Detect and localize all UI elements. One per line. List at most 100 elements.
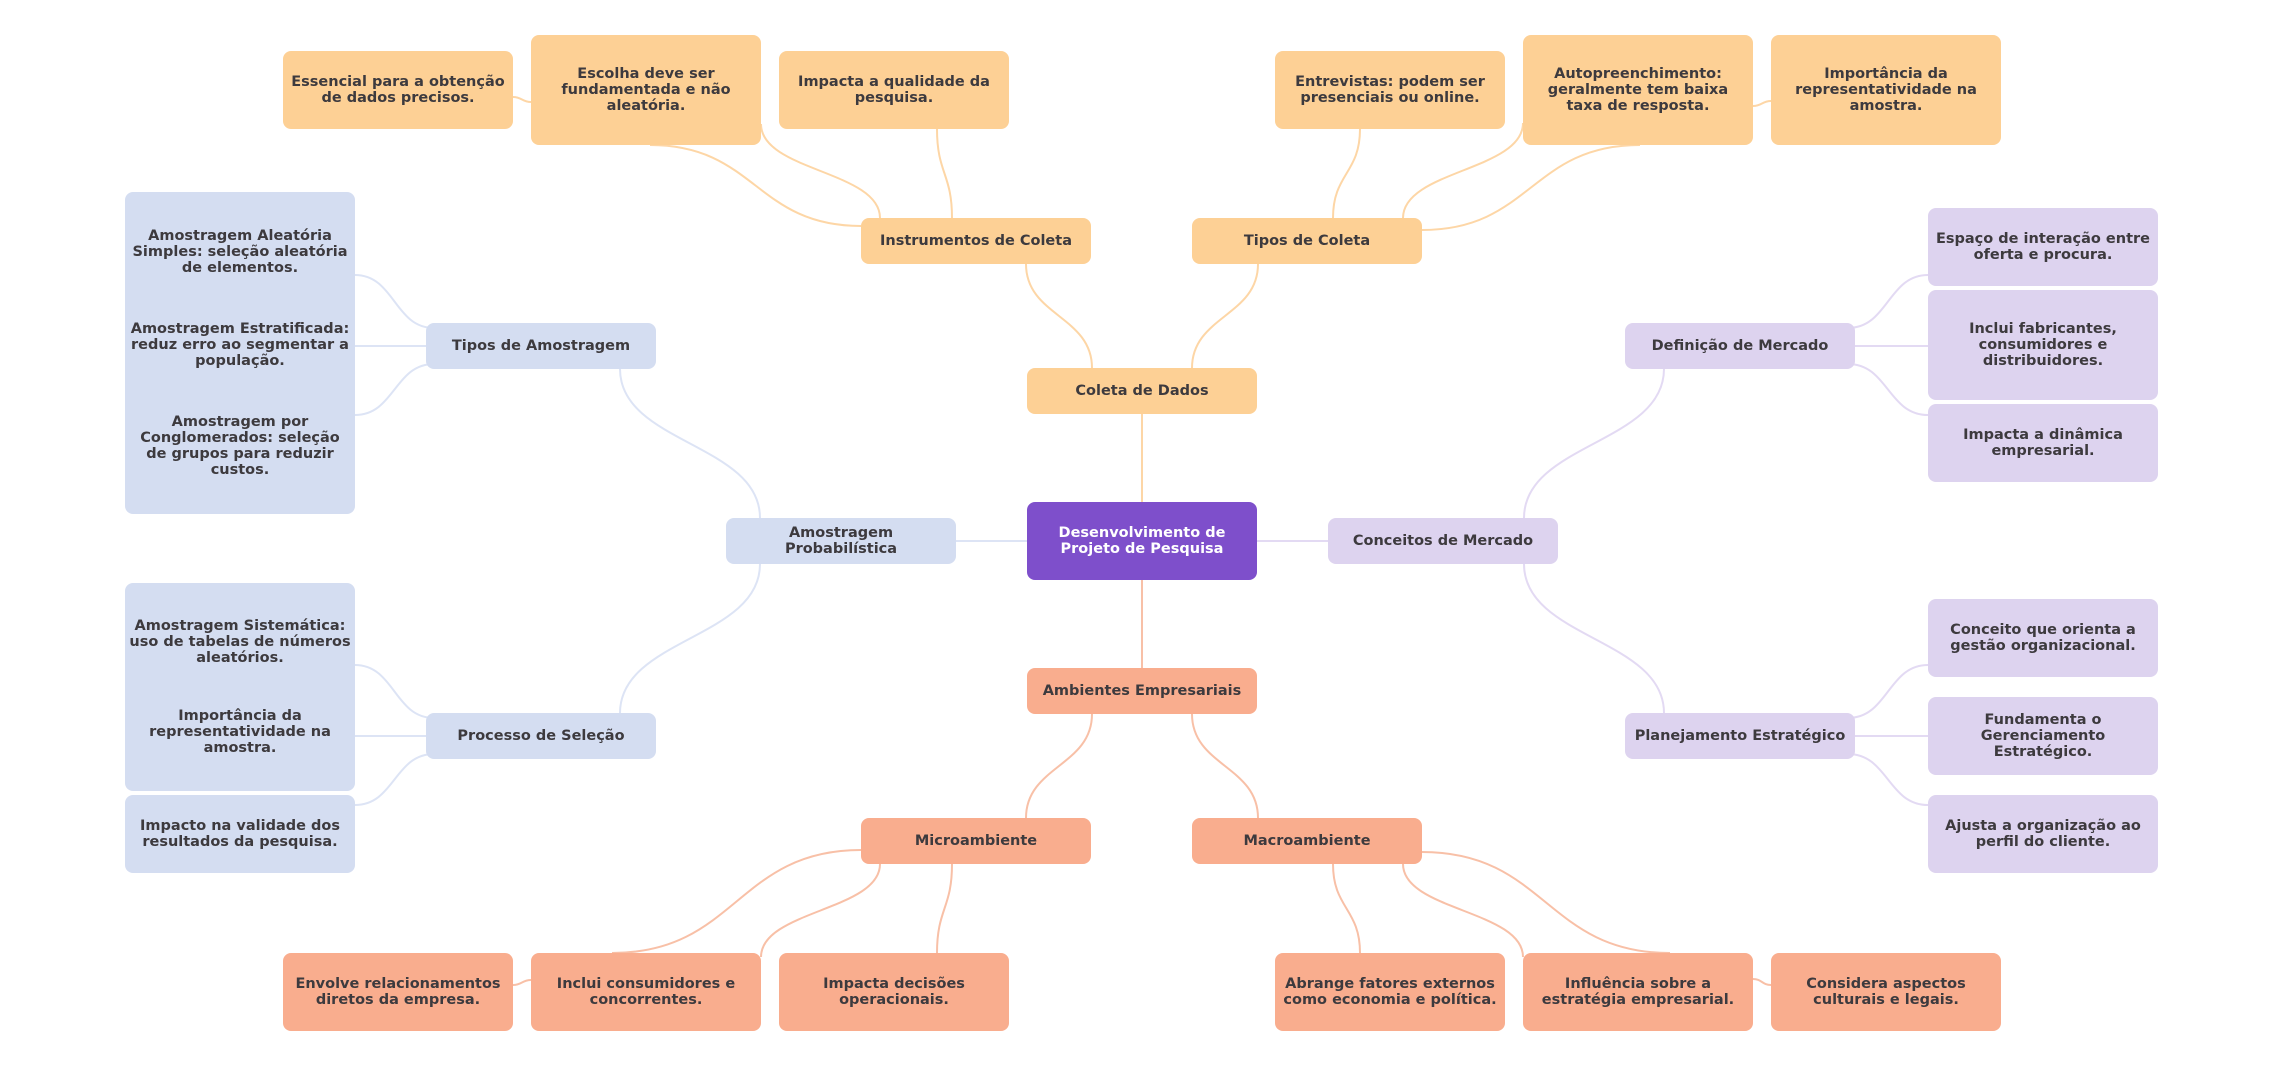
branch-coleta-de-dados[interactable]: Coleta de Dados [1027,368,1257,414]
branch-conceitos-de-mercado[interactable]: Conceitos de Mercado [1328,518,1558,564]
connector-line [619,563,761,714]
leaf-node[interactable]: Ajusta a organização ao perfil do client… [1928,795,2158,873]
branch-ambientes-empresariais[interactable]: Ambientes Empresariais [1027,668,1257,714]
subtopic-macroambiente[interactable]: Macroambiente [1192,818,1422,864]
leaf-text: Espaço de interação entre oferta e procu… [1935,231,2151,263]
connector-line [354,274,435,329]
connector-line [1847,753,1929,806]
leaf-node[interactable]: Envolve relacionamentos diretos da empre… [283,953,513,1031]
leaf-node[interactable]: Impacta decisões operacionais. [779,953,1009,1031]
connector-line [936,128,953,219]
leaf-group-processo-de-selecao[interactable]: Amostragem Sistemática: uso de tabelas d… [125,583,355,791]
leaf-text: Inclui consumidores e concorrentes. [556,976,736,1008]
leaf-node[interactable]: Escolha deve ser fundamentada e não alea… [531,35,761,145]
subtopic-instrumentos-de-coleta[interactable]: Instrumentos de Coleta [861,218,1091,264]
leaf-node[interactable]: Impacta a qualidade da pesquisa. [779,51,1009,129]
subtopic-label: Planejamento Estratégico [1634,728,1846,744]
connector-line [619,368,761,519]
leaf-text: Abrange fatores externos como economia e… [1283,976,1497,1008]
connector-line [760,123,881,219]
subtopic-definicao-de-mercado[interactable]: Definição de Mercado [1625,323,1855,369]
connector-line [1402,122,1524,219]
subtopic-microambiente[interactable]: Microambiente [861,818,1091,864]
leaf-node[interactable]: Inclui consumidores e concorrentes. [531,953,761,1031]
subtopic-tipos-de-amostragem[interactable]: Tipos de Amostragem [426,323,656,369]
leaf-node[interactable]: Inclui fabricantes, consumidores e distr… [1928,290,2158,400]
leaf-text: Autopreenchimento: geralmente tem baixa … [1547,66,1729,114]
connector-line [1523,563,1665,714]
connector-line [512,96,532,103]
leaf-text: Impacta a dinâmica empresarial. [1963,427,2123,459]
leaf-text: Amostragem Aleatória Simples: seleção al… [132,228,348,277]
leaf-text: Fundamenta o Gerenciamento Estratégico. [1980,712,2106,760]
connector-line [1332,128,1361,219]
subtopic-label: Macroambiente [1243,833,1371,849]
subtopic-label: Instrumentos de Coleta [880,233,1072,249]
leaf-text: Impacto na validade dos resultados da pe… [140,818,340,850]
connector-line [1025,713,1093,819]
leaf-node[interactable]: Impacta a dinâmica empresarial. [1928,404,2158,482]
leaf-text: Importância da representatividade na amo… [1795,66,1977,114]
leaf-node[interactable]: Espaço de interação entre oferta e procu… [1928,208,2158,286]
connector-line [1523,368,1665,519]
leaf-text: Escolha deve ser fundamentada e não alea… [561,66,731,114]
leaf-node[interactable]: Entrevistas: podem ser presenciais ou on… [1275,51,1505,129]
leaf-text: Amostragem Estratificada: reduz erro ao … [130,320,350,369]
connector-line [1402,863,1524,958]
connector-line [1752,100,1772,107]
leaf-node[interactable]: Considera aspectos culturais e legais. [1771,953,2001,1031]
leaf-node[interactable]: Fundamenta o Gerenciamento Estratégico. [1928,697,2158,775]
leaf-text: Importância da representatividade na amo… [149,708,331,756]
subtopic-label: Definição de Mercado [1651,338,1829,354]
connector-line [1025,263,1093,369]
connector-line [1332,863,1361,954]
connector-line [936,863,953,954]
branch-label: Ambientes Empresariais [1042,683,1242,699]
connector-line [760,863,881,958]
branch-label: Coleta de Dados [1075,383,1209,399]
connector-line [1847,363,1929,416]
leaf-group-tipos-de-amostragem[interactable]: Amostragem Aleatória Simples: seleção al… [125,192,355,514]
connector-line [1421,851,1671,954]
leaf-node[interactable]: Influência sobre a estratégia empresaria… [1523,953,1753,1031]
leaf-node[interactable]: Essencial para a obtenção de dados preci… [283,51,513,129]
branch-label: Amostragem Probabilística [784,525,898,557]
connector-line [649,144,862,227]
leaf-text: Amostragem por Conglomerados: seleção de… [140,413,340,478]
leaf-text: Ajusta a organização ao perfil do client… [1945,818,2141,850]
leaf-text: Envolve relacionamentos diretos da empre… [295,976,501,1008]
connector-line [512,979,532,986]
subtopic-planejamento-estrategico[interactable]: Planejamento Estratégico [1625,713,1855,759]
leaf-text: Conceito que orienta a gestão organizaci… [1950,622,2136,654]
subtopic-tipos-de-coleta[interactable]: Tipos de Coleta [1192,218,1422,264]
leaf-text: Impacta a qualidade da pesquisa. [798,74,990,106]
branch-label: Conceitos de Mercado [1352,533,1534,549]
subtopic-label: Tipos de Amostragem [451,338,631,354]
connector-line [611,849,862,954]
leaf-node[interactable]: Importância da representatividade na amo… [1771,35,2001,145]
leaf-text: Inclui fabricantes, consumidores e distr… [1969,321,2117,369]
subtopic-processo-de-selecao[interactable]: Processo de Seleção [426,713,656,759]
connector-line [354,363,435,416]
leaf-text: Entrevistas: podem ser presenciais ou on… [1295,74,1485,106]
connector-line [354,664,435,719]
branch-amostragem-probabilistica[interactable]: Amostragem Probabilística [726,518,956,564]
connector-line [1421,144,1641,231]
leaf-node[interactable]: Impacto na validade dos resultados da pe… [125,795,355,873]
connector-line [1847,664,1929,719]
leaf-node[interactable]: Abrange fatores externos como economia e… [1275,953,1505,1031]
leaf-node[interactable]: Conceito que orienta a gestão organizaci… [1928,599,2158,677]
connector-line [354,753,435,806]
subtopic-label: Processo de Seleção [457,728,625,744]
subtopic-label: Microambiente [914,833,1038,849]
connector-line [1752,978,1772,986]
connector-line [1847,274,1929,329]
connector-line [1191,713,1259,819]
leaf-node[interactable]: Autopreenchimento: geralmente tem baixa … [1523,35,1753,145]
subtopic-label: Tipos de Coleta [1243,233,1371,249]
leaf-text: Influência sobre a estratégia empresaria… [1541,976,1735,1008]
root-node[interactable]: Desenvolvimento de Projeto de Pesquisa [1027,502,1257,580]
connector-line [1191,263,1259,369]
leaf-text: Essencial para a obtenção de dados preci… [291,74,505,106]
